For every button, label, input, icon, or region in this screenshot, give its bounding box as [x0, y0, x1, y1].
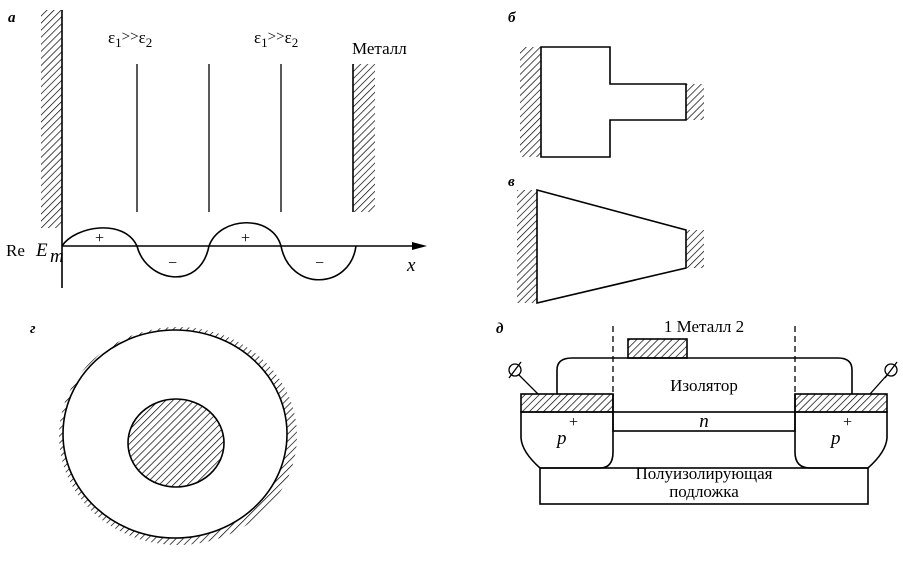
panel-a-label: а — [8, 10, 16, 26]
panel-v-left-wall-hatch — [517, 190, 537, 303]
panel-b-stepped-waveguide — [540, 46, 687, 158]
sign-plus-1: + — [95, 230, 104, 247]
left-p-sup: + — [569, 414, 578, 431]
panel-v: в — [508, 174, 704, 305]
substrate-label-line2: подложка — [669, 482, 739, 501]
left-terminal-icon — [508, 363, 522, 377]
substrate-label-line1: Полуизолирующая — [635, 464, 772, 483]
panel-a: а ε1>>ε2 ε1>>ε2 Металл x Re E m + − + − — [6, 10, 427, 288]
left-terminal-slash — [508, 361, 522, 379]
sign-minus-1: − — [168, 255, 177, 272]
insulator-layer — [556, 357, 853, 394]
panel-v-tapered-waveguide — [536, 188, 687, 305]
right-terminal-icon — [884, 363, 898, 377]
x-axis-arrow-icon — [412, 242, 427, 250]
gate-metal-hatch — [628, 339, 687, 358]
dielectric-label-1: ε1>>ε2 — [108, 28, 152, 50]
gate-label: 1 Металл 2 — [664, 317, 744, 336]
right-contact — [794, 393, 888, 413]
sign-plus-2: + — [241, 230, 250, 247]
metal-label: Металл — [352, 39, 407, 58]
right-metal-wall-hatch — [353, 64, 375, 212]
n-channel — [612, 411, 796, 432]
n-channel-label: n — [699, 411, 709, 432]
field-wave-curve — [61, 222, 357, 281]
dielectric-label-2: ε1>>ε2 — [254, 28, 298, 50]
y-axis-label-re: Re — [6, 241, 25, 260]
panel-g-label: г — [30, 321, 36, 337]
left-metal-wall-hatch — [41, 10, 62, 228]
panel-v-label: в — [508, 174, 515, 190]
sign-minus-2: − — [315, 255, 324, 272]
left-contact — [520, 393, 614, 413]
y-axis-label-sub: m — [50, 246, 64, 267]
insulator-label: Изолятор — [670, 376, 738, 395]
outer-conductor-boundary — [62, 329, 288, 539]
left-contact-hatch — [521, 394, 613, 412]
panel-b-label: б — [508, 10, 516, 26]
right-p-label: p — [829, 428, 841, 449]
right-p-plus-region — [794, 411, 888, 469]
right-terminal-slash — [884, 361, 898, 379]
y-axis-label-e: E — [35, 240, 48, 261]
panel-b-right-wall-hatch — [686, 84, 704, 120]
inner-conductor-boundary — [127, 398, 225, 488]
inner-conductor-hatch — [128, 399, 224, 487]
panel-b: б — [508, 10, 704, 158]
right-contact-hatch — [795, 394, 887, 412]
right-terminal-lead — [869, 374, 888, 395]
substrate — [539, 467, 869, 505]
panel-v-right-wall-hatch — [686, 230, 704, 268]
gate-metal — [627, 338, 688, 359]
x-axis-label: x — [406, 255, 416, 276]
left-p-plus-region — [520, 411, 614, 469]
right-p-sup: + — [843, 414, 852, 431]
left-p-label: p — [555, 428, 567, 449]
left-terminal-lead — [518, 374, 539, 395]
panel-d-label: д — [496, 321, 504, 337]
panel-b-left-wall-hatch — [520, 47, 541, 157]
panel-g: г — [30, 321, 297, 545]
panel-d: д Полуизолирующая подложка p + p + n Изо… — [496, 317, 898, 505]
